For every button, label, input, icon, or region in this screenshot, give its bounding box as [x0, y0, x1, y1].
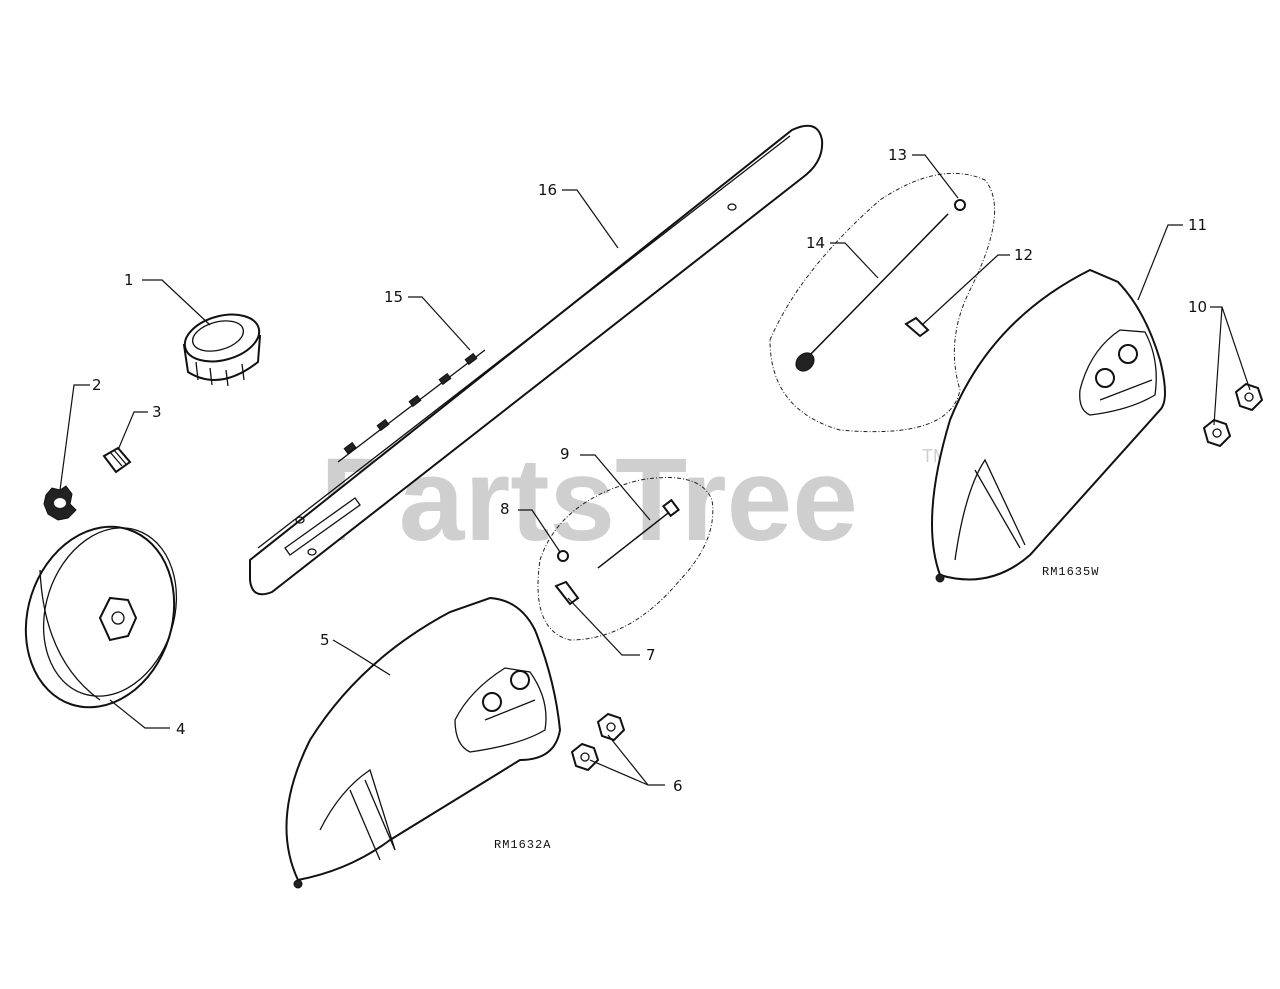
- tension-washer[interactable]: [557, 550, 569, 562]
- tension-washer-2[interactable]: [954, 199, 966, 211]
- bar-cover-front[interactable]: [285, 596, 562, 889]
- sheet-code-front: RM1632A: [494, 838, 551, 852]
- tension-pin-2[interactable]: [904, 316, 930, 338]
- callout-9[interactable]: 9: [560, 445, 570, 463]
- callout-4[interactable]: 4: [176, 720, 186, 738]
- leader-lines: [59, 154, 1251, 786]
- bar-nuts-front[interactable]: [570, 712, 626, 772]
- sprocket[interactable]: [43, 485, 77, 521]
- tension-screw-2[interactable]: [792, 213, 949, 375]
- guide-bar[interactable]: [249, 124, 824, 596]
- callout-15[interactable]: 15: [384, 288, 403, 306]
- callout-1[interactable]: 1: [124, 271, 134, 289]
- callout-13[interactable]: 13: [888, 146, 907, 164]
- callout-5[interactable]: 5: [320, 631, 330, 649]
- sheet-code-rear: RM1635W: [1042, 565, 1099, 579]
- saw-chain[interactable]: [337, 349, 486, 463]
- callout-12[interactable]: 12: [1014, 246, 1033, 264]
- callout-3[interactable]: 3: [152, 403, 162, 421]
- callout-10[interactable]: 10: [1188, 298, 1207, 316]
- callout-8[interactable]: 8: [500, 500, 510, 518]
- sprocket-bushing[interactable]: [102, 446, 132, 474]
- callout-7[interactable]: 7: [646, 646, 656, 664]
- oil-cap[interactable]: [180, 307, 265, 387]
- callout-2[interactable]: 2: [92, 376, 102, 394]
- tensioner-group-outline: [537, 477, 714, 641]
- callout-11[interactable]: 11: [1188, 216, 1207, 234]
- tension-pin[interactable]: [554, 580, 580, 606]
- bar-cover-rear[interactable]: [931, 268, 1166, 583]
- clutch-drum[interactable]: [3, 507, 197, 726]
- callout-6[interactable]: 6: [673, 777, 683, 795]
- callout-14[interactable]: 14: [806, 234, 825, 252]
- tensioner-group-outline-2: [769, 172, 996, 433]
- callout-16[interactable]: 16: [538, 181, 557, 199]
- tension-screw[interactable]: [597, 498, 681, 569]
- bar-nuts-rear[interactable]: [1202, 382, 1264, 448]
